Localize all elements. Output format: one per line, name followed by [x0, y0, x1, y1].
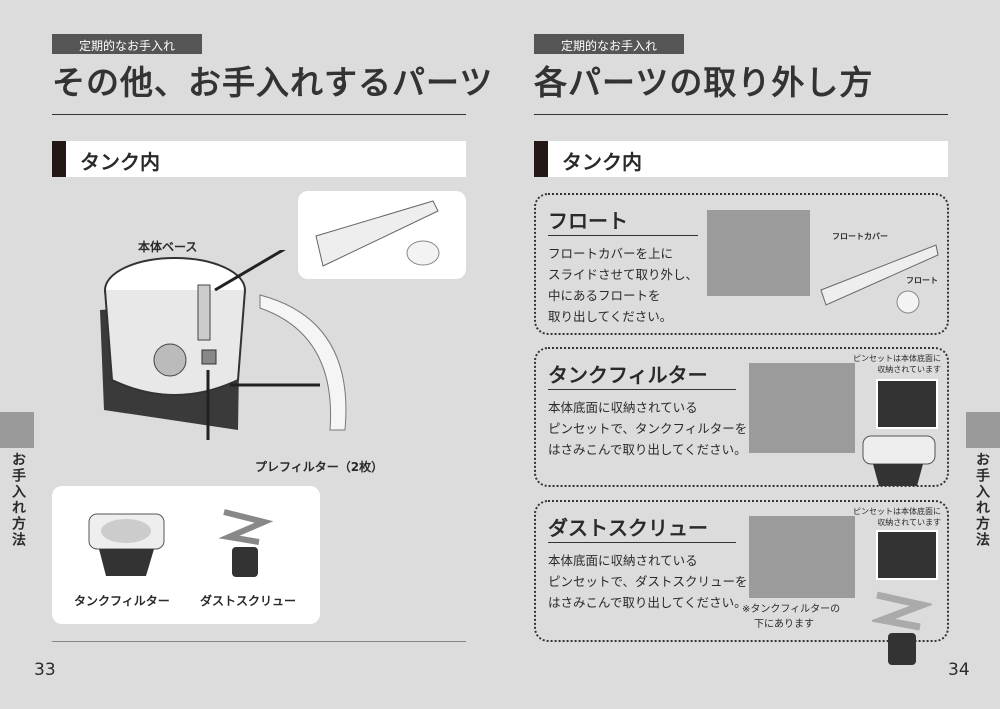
float-removal-photo: [707, 210, 810, 296]
box-heading: タンクフィルター: [548, 363, 708, 387]
instruction-line: 取り出してください。: [548, 309, 673, 324]
tank-base-illustration: [100, 250, 320, 440]
tank-filter-illustration: [862, 435, 936, 486]
section-heading: タンク内: [534, 141, 948, 177]
instruction-line: 本体底面に収納されている: [548, 553, 698, 568]
tank-filter-box: タンクフィルター 本体底面に収納されている ピンセットで、タンクフィルターを は…: [534, 347, 949, 487]
page-number: 34: [948, 660, 970, 680]
label-prefilter: プレフィルター（2枚）: [255, 460, 384, 474]
tweezers-note: ピンセットは本体底面に収納されています: [846, 353, 941, 375]
instruction-line: はさみこんで取り出してください。: [548, 442, 747, 457]
footnote-line: ※タンクフィルターの: [742, 604, 841, 615]
divider: [534, 114, 948, 115]
dust-screw-box: ダストスクリュー 本体底面に収納されている ピンセットで、ダストスクリューを は…: [534, 500, 949, 642]
instruction-line: フロートカバーを上に: [548, 246, 674, 261]
divider: [52, 114, 466, 115]
label-dust-screw: ダストスクリュー: [200, 594, 297, 608]
dust-screw-illustration: [218, 509, 274, 577]
label-tank-filter: タンクフィルター: [74, 594, 170, 608]
category-tag: 定期的なお手入れ: [534, 34, 684, 54]
heading-underline: [548, 235, 698, 236]
side-tab-label: お手入れ方法: [10, 452, 26, 548]
footnote-line: 下にあります: [754, 619, 814, 630]
tank-filter-removal-photo: [749, 363, 855, 453]
box-heading: ダストスクリュー: [548, 516, 708, 540]
page-title: その他、お手入れするパーツ: [52, 63, 494, 102]
label-base: 本体ベース: [138, 240, 198, 254]
tank-filter-illustration: [88, 513, 165, 576]
dust-screw-removal-photo: [749, 516, 855, 598]
prefilter-illustration: [259, 294, 347, 431]
box-instructions: 本体底面に収納されている ピンセットで、ダストスクリューを はさみこんで取り出し…: [548, 550, 748, 613]
page-number: 33: [34, 660, 56, 680]
float-cover-illustration: [315, 200, 440, 267]
box-instructions: フロートカバーを上に スライドさせて取り外し、 中にあるフロートを 取り出してく…: [548, 243, 698, 327]
tweezers-photo: [876, 379, 938, 429]
note-line: 収納されています: [877, 518, 941, 527]
side-tab: [966, 412, 1000, 448]
instruction-line: 本体底面に収納されている: [548, 400, 698, 415]
section-heading: タンク内: [52, 141, 466, 177]
side-tab-label: お手入れ方法: [974, 452, 990, 548]
parts-card: タンクフィルター ダストスクリュー: [52, 486, 320, 624]
instruction-line: ピンセットで、ダストスクリューを: [548, 574, 748, 589]
side-tab: [0, 412, 34, 448]
instruction-line: はさみこんで取り出してください。: [548, 595, 747, 610]
heading-underline: [548, 542, 736, 543]
tweezers-photo: [876, 530, 938, 580]
float-cover-illustration-card: [298, 191, 466, 279]
footnote: ※タンクフィルターの下にあります: [742, 602, 840, 632]
note-line: ピンセットは本体底面に: [853, 507, 941, 516]
float-box: フロート フロートカバーを上に スライドさせて取り外し、 中にあるフロートを 取…: [534, 193, 949, 335]
heading-underline: [548, 389, 736, 390]
note-line: ピンセットは本体底面に: [853, 354, 941, 363]
float-parts-illustration: [820, 244, 939, 314]
callout-float-cover: フロートカバー: [832, 232, 888, 241]
box-instructions: 本体底面に収納されている ピンセットで、タンクフィルターを はさみこんで取り出し…: [548, 397, 747, 460]
instruction-line: 中にあるフロートを: [548, 288, 661, 303]
instruction-line: ピンセットで、タンクフィルターを: [548, 421, 748, 436]
dust-screw-illustration: [872, 591, 932, 665]
page-title: 各パーツの取り外し方: [534, 63, 874, 102]
instruction-line: スライドさせて取り外し、: [548, 267, 699, 282]
note-line: 収納されています: [877, 365, 941, 374]
tweezers-note: ピンセットは本体底面に収納されています: [846, 506, 941, 528]
callout-float: フロート: [906, 276, 938, 285]
box-heading: フロート: [548, 209, 628, 233]
category-tag: 定期的なお手入れ: [52, 34, 202, 54]
footer-divider: [52, 641, 466, 642]
